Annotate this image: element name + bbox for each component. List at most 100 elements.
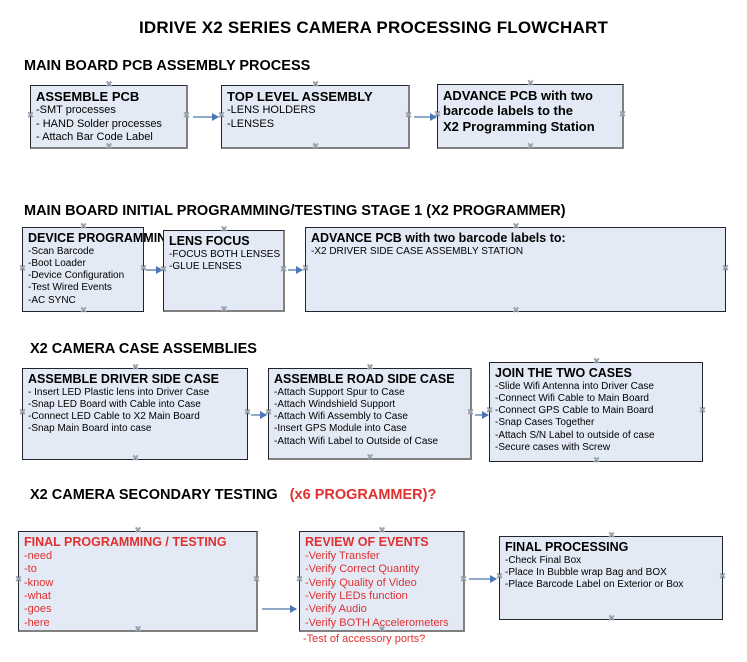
handle-right-icon[interactable]: ✖	[252, 575, 261, 585]
connector-arrow	[262, 605, 297, 613]
box-item: X2 Programming Station	[443, 118, 595, 134]
handle-left-icon[interactable]: ✖	[26, 110, 35, 121]
box-join-the-two-cases[interactable]: JOIN THE TWO CASES -Slide Wifi Antenna i…	[486, 358, 707, 466]
box-item: barcode labels to the	[443, 103, 574, 119]
box-item: -Verify LEDs function	[305, 589, 408, 602]
box-advance-pcb-driver-side-case-station[interactable]: ADVANCE PCB with two barcode labels to: …	[302, 223, 730, 316]
box-item: -Snap LED Board with Cable into Case	[28, 398, 201, 410]
handle-bottom-icon[interactable]: ✖	[220, 305, 228, 315]
box-title: REVIEW OF EVENTS	[305, 535, 429, 549]
box-title: ASSEMBLE ROAD SIDE CASE	[274, 372, 455, 386]
section-heading-x2-camera-case-assemblies: X2 CAMERA CASE ASSEMBLIES	[30, 341, 257, 357]
section-heading-text: MAIN BOARD PCB ASSEMBLY PROCESS	[24, 58, 311, 74]
section-heading-note: (x6 PROGRAMMER)?	[289, 487, 437, 503]
box-item: -Attach Wifi Label to Outside of Case	[274, 435, 438, 447]
box-title: LENS FOCUS	[169, 234, 250, 248]
box-item: -LENSES	[227, 117, 275, 130]
box-item: -Verify Transfer	[305, 549, 380, 562]
box-item: -Attach Wifi Assembly to Case	[274, 411, 408, 423]
handle-right-icon[interactable]: ✖	[721, 263, 730, 274]
box-lens-focus[interactable]: LENS FOCUS -FOCUS BOTH LENSES -GLUE LENS…	[160, 226, 288, 315]
handle-right-icon[interactable]: ✖	[698, 406, 707, 416]
handle-bottom-icon[interactable]: ✖	[512, 306, 520, 316]
connector-arrow	[288, 266, 303, 274]
box-item: -Boot Loader	[28, 257, 86, 269]
handle-right-icon[interactable]: ✖	[618, 110, 627, 120]
box-item: -X2 DRIVER SIDE CASE ASSEMBLY STATION	[311, 245, 524, 257]
box-item: -know	[24, 576, 54, 589]
box-advance-pcb-programming-station[interactable]: ADVANCE PCB with two barcode labels to t…	[434, 80, 627, 152]
box-device-programming[interactable]: DEVICE PROGRAMMING -Scan Barcode -Boot L…	[19, 223, 176, 316]
box-item: - Insert LED Plastic lens into Driver Ca…	[28, 386, 210, 398]
handle-bottom-icon[interactable]: ✖	[311, 142, 320, 152]
box-item: -Verify Quality of Video	[305, 576, 417, 589]
box-item: -Device Configuration	[28, 270, 125, 282]
handle-bottom-icon[interactable]: ✖	[607, 614, 616, 624]
handle-bottom-icon[interactable]: ✖	[526, 142, 535, 152]
box-item: -Place In Bubble wrap Bag and BOX	[505, 566, 667, 578]
box-title: TOP LEVEL ASSEMBLY	[227, 89, 373, 104]
box-item: -AC SYNC	[28, 294, 76, 306]
handle-left-icon[interactable]: ✖	[295, 575, 304, 585]
handle-left-icon[interactable]: ✖	[18, 263, 27, 274]
box-title: ADVANCE PCB with two	[443, 88, 593, 103]
handle-right-icon[interactable]: ✖	[718, 572, 727, 582]
connector-arrow	[193, 113, 219, 121]
box-item: -Snap Cases Together	[495, 417, 595, 429]
box-assemble-driver-side-case[interactable]: ASSEMBLE DRIVER SIDE CASE - Insert LED P…	[19, 364, 252, 464]
connector-arrow	[251, 411, 267, 419]
box-item: - HAND Solder processes	[36, 117, 162, 130]
box-item: -here	[24, 616, 50, 629]
box-item: -Test Wired Events	[28, 282, 112, 294]
box-final-programming-testing[interactable]: FINAL PROGRAMMING / TESTING -need -to -k…	[15, 527, 261, 635]
handle-bottom-icon[interactable]: ✖	[366, 453, 374, 463]
box-title: FINAL PROCESSING	[505, 540, 629, 554]
handle-right-icon[interactable]: ✖	[466, 407, 475, 418]
box-item: -Place Barcode Label on Exterior or Box	[505, 579, 684, 591]
box-title: DEVICE PROGRAMMING	[28, 231, 176, 245]
box-item: -Slide Wifi Antenna into Driver Case	[495, 380, 654, 392]
connector-arrow	[469, 575, 497, 583]
box-final-processing[interactable]: FINAL PROCESSING -Check Final Box -Place…	[496, 532, 727, 624]
box-title: FINAL PROGRAMMING / TESTING	[24, 535, 227, 549]
handle-right-icon[interactable]: ✖	[404, 110, 413, 121]
box-item: -Secure cases with Screw	[495, 441, 611, 453]
box-item: -Connect LED Cable to X2 Main Board	[28, 411, 200, 423]
box-title: ASSEMBLE DRIVER SIDE CASE	[28, 372, 220, 386]
handle-right-icon[interactable]: ✖	[279, 264, 288, 275]
box-item: -Check Final Box	[505, 554, 582, 566]
box-item-overflow: -Test of accessory ports?	[303, 633, 426, 645]
box-item: -Snap Main Board into case	[28, 423, 152, 435]
connector-arrow	[414, 113, 437, 121]
box-item: -Connect Wifi Cable to Main Board	[495, 392, 649, 404]
box-review-of-events[interactable]: REVIEW OF EVENTS -Verify Transfer -Verif…	[296, 527, 468, 646]
box-title: ADVANCE PCB with two barcode labels to:	[311, 231, 566, 245]
box-item: -FOCUS BOTH LENSES	[169, 248, 281, 260]
box-assemble-road-side-case[interactable]: ASSEMBLE ROAD SIDE CASE -Attach Support …	[265, 364, 475, 463]
box-item: -need	[24, 549, 53, 562]
section-heading-main-board-pcb-assembly: MAIN BOARD PCB ASSEMBLY PROCESS	[24, 58, 310, 74]
box-item: -Connect GPS Cable to Main Board	[495, 405, 654, 417]
box-top-level-assembly[interactable]: TOP LEVEL ASSEMBLY -LENS HOLDERS -LENSES…	[218, 81, 413, 152]
box-item: -Verify Audio	[305, 603, 367, 616]
handle-bottom-icon[interactable]: ✖	[131, 454, 140, 464]
handle-right-icon[interactable]: ✖	[459, 575, 468, 585]
handle-bottom-icon[interactable]: ✖	[79, 306, 88, 316]
box-item: -Scan Barcode	[28, 245, 95, 257]
handle-right-icon[interactable]: ✖	[182, 110, 191, 121]
box-item: -Insert GPS Module into Case	[274, 423, 407, 435]
box-item: -what	[24, 589, 51, 602]
box-title: JOIN THE TWO CASES	[495, 366, 632, 380]
box-item: -GLUE LENSES	[169, 260, 242, 272]
box-item: -goes	[24, 603, 52, 616]
section-heading-text: X2 CAMERA CASE ASSEMBLIES	[30, 341, 257, 357]
box-item: -Verify BOTH Accelerometers	[305, 616, 449, 629]
handle-left-icon[interactable]: ✖	[14, 575, 23, 585]
handle-bottom-icon[interactable]: ✖	[592, 456, 601, 466]
connector-arrow	[475, 411, 489, 419]
box-item: -Attach S/N Label to outside of case	[495, 429, 655, 441]
connector-arrow	[146, 266, 163, 274]
handle-left-icon[interactable]: ✖	[18, 408, 27, 418]
box-assemble-pcb[interactable]: ASSEMBLE PCB -SMT processes - HAND Solde…	[27, 81, 191, 152]
